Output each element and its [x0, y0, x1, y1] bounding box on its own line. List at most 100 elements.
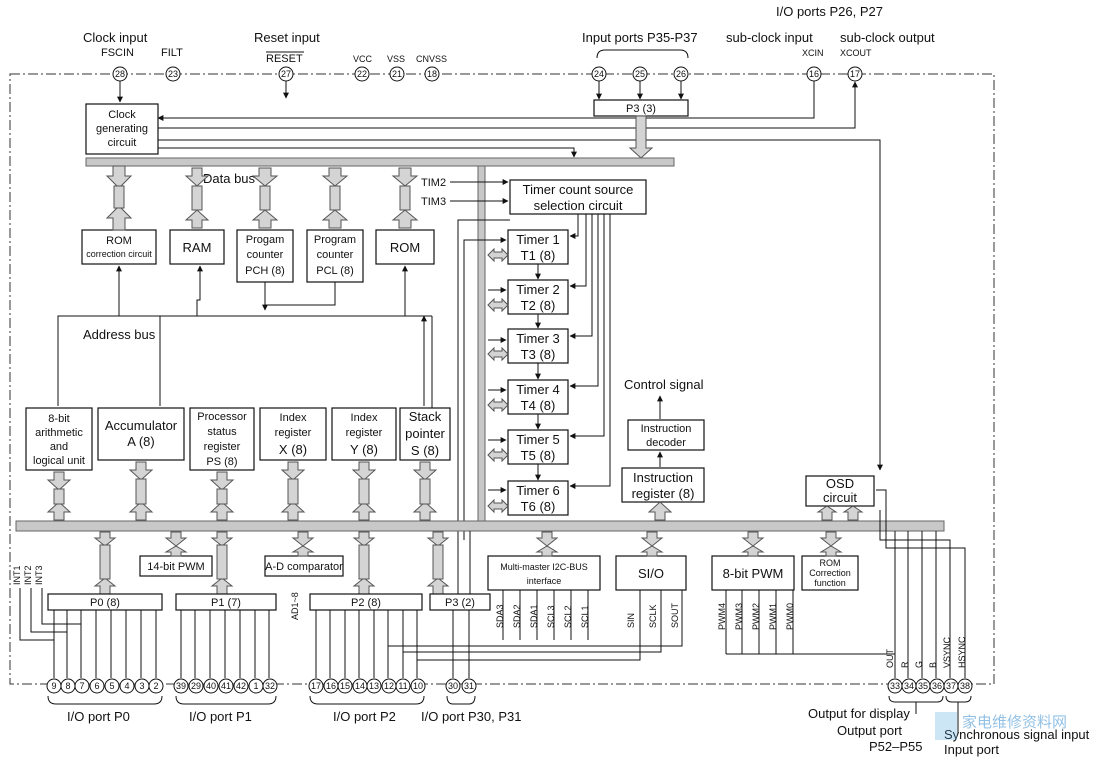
int-labels: INT1 INT2 INT3 — [12, 565, 44, 585]
io-port-p1-label: I/O port P1 — [189, 709, 252, 724]
timer-5 — [507, 429, 569, 465]
osd-labels: OUT R G B VSYNC HSYNC — [885, 636, 967, 668]
svg-text:6: 6 — [94, 681, 99, 691]
bottom-pins-p3: 30 31 — [445, 678, 477, 694]
svg-text:generating: generating — [96, 123, 148, 135]
svg-text:SCLK: SCLK — [648, 604, 658, 628]
svg-text:INT3: INT3 — [34, 565, 44, 585]
sub-clock-output-label: sub-clock output — [840, 30, 935, 45]
timer-4 — [507, 379, 569, 415]
svg-text:38: 38 — [960, 681, 970, 691]
port-p1 — [175, 593, 277, 611]
tim2-label: TIM2 — [421, 177, 446, 189]
svg-text:5: 5 — [109, 681, 114, 691]
svg-text:T1 (8): T1 (8) — [521, 248, 556, 263]
svg-text:PWM0: PWM0 — [785, 603, 795, 630]
index-register-x — [259, 407, 327, 461]
svg-text:17: 17 — [850, 69, 860, 79]
output-display-label: Output for display — [808, 706, 910, 721]
timers: Timer 1 T1 (8) Timer 2 T2 (8) Timer 3 T3… — [507, 229, 569, 516]
svg-text:HSYNC: HSYNC — [957, 636, 967, 668]
svg-text:37: 37 — [946, 681, 956, 691]
tim3-label: TIM3 — [421, 196, 446, 208]
svg-text:T3 (8): T3 (8) — [521, 347, 556, 362]
svg-text:42: 42 — [236, 681, 246, 691]
svg-text:1: 1 — [253, 681, 258, 691]
svg-text:41: 41 — [221, 681, 231, 691]
input-ports-label: Input ports P35-P37 — [582, 30, 698, 45]
svg-text:and: and — [50, 441, 68, 453]
svg-text:INT2: INT2 — [23, 565, 33, 585]
svg-text:Timer 3: Timer 3 — [516, 331, 560, 346]
svg-text:Multi-master I2C-BUS: Multi-master I2C-BUS — [500, 562, 588, 572]
chip-outline — [9, 73, 995, 685]
io-port-p3-label: I/O port P30, P31 — [421, 709, 521, 724]
i2c-labels: SDA3 SDA2 SDA1 SCL3 SCL2 SCL1 — [495, 604, 590, 628]
data-bus — [85, 157, 675, 167]
svg-text:T5 (8): T5 (8) — [521, 448, 556, 463]
clock-generating-circuit — [85, 103, 159, 155]
timer-6 — [507, 480, 569, 516]
svg-text:3: 3 — [139, 681, 144, 691]
accumulator — [97, 407, 185, 461]
svg-text:RAM: RAM — [183, 240, 212, 255]
rom-correction-function — [801, 555, 859, 591]
svg-text:register: register — [275, 427, 312, 439]
svg-text:Progam: Progam — [246, 234, 285, 246]
svg-text:15: 15 — [340, 681, 350, 691]
svg-text:10: 10 — [413, 681, 423, 691]
svg-text:8-bit: 8-bit — [48, 413, 69, 425]
svg-text:arithmetic: arithmetic — [35, 427, 83, 439]
svg-text:34: 34 — [904, 681, 914, 691]
xcout-label: XCOUT — [840, 48, 872, 58]
svg-text:SDA2: SDA2 — [512, 604, 522, 628]
vss-label: VSS — [387, 54, 405, 64]
svg-text:Program: Program — [314, 234, 356, 246]
svg-text:B: B — [928, 662, 938, 668]
svg-text:23: 23 — [168, 69, 178, 79]
svg-text:SCL1: SCL1 — [580, 605, 590, 628]
svg-text:G: G — [914, 661, 924, 668]
sync-input-label: Synchronous signal input — [944, 727, 1090, 742]
svg-text:36: 36 — [932, 681, 942, 691]
port-p0 — [47, 593, 163, 611]
svg-text:Correction: Correction — [809, 568, 851, 578]
index-register-y — [331, 407, 397, 461]
svg-text:SCL3: SCL3 — [546, 605, 556, 628]
svg-text:PCH (8): PCH (8) — [245, 265, 285, 277]
svg-text:SOUT: SOUT — [670, 602, 680, 628]
lower-data-bus — [15, 520, 945, 532]
svg-text:register: register — [204, 441, 241, 453]
svg-text:PWM1: PWM1 — [768, 603, 778, 630]
svg-text:logical unit: logical unit — [33, 455, 85, 467]
filt-label: FILT — [161, 47, 183, 59]
svg-text:T2 (8): T2 (8) — [521, 298, 556, 313]
svg-text:17: 17 — [311, 681, 321, 691]
svg-text:35: 35 — [918, 681, 928, 691]
control-signal-label: Control signal — [624, 377, 704, 392]
svg-text:counter: counter — [247, 249, 284, 261]
svg-text:14-bit PWM: 14-bit PWM — [147, 561, 204, 573]
svg-text:T6 (8): T6 (8) — [521, 499, 556, 514]
ad1-8-label: AD1~8 — [290, 592, 300, 620]
bottom-pins-p0: 9 8 7 6 5 4 3 2 — [46, 678, 164, 694]
svg-text:Accumulator: Accumulator — [105, 418, 178, 433]
svg-text:PWM3: PWM3 — [734, 603, 744, 630]
svg-text:12: 12 — [384, 681, 394, 691]
svg-text:PWM2: PWM2 — [751, 603, 761, 630]
xcin-label: XCIN — [802, 48, 824, 58]
svg-text:P3 (2): P3 (2) — [445, 597, 475, 609]
port-p3-2 — [429, 593, 491, 611]
i2c-interface — [487, 555, 601, 591]
svg-text:ROM: ROM — [106, 235, 132, 247]
svg-text:P0 (8): P0 (8) — [90, 597, 120, 609]
svg-text:pointer: pointer — [405, 426, 445, 441]
svg-text:2: 2 — [153, 681, 158, 691]
bottom-pins-output: 33 34 35 36 37 38 — [887, 678, 973, 694]
svg-text:circuit: circuit — [823, 490, 857, 505]
svg-text:14: 14 — [355, 681, 365, 691]
svg-text:32: 32 — [265, 681, 275, 691]
svg-text:8: 8 — [65, 681, 70, 691]
svg-text:24: 24 — [594, 69, 604, 79]
svg-text:Stack: Stack — [409, 409, 442, 424]
